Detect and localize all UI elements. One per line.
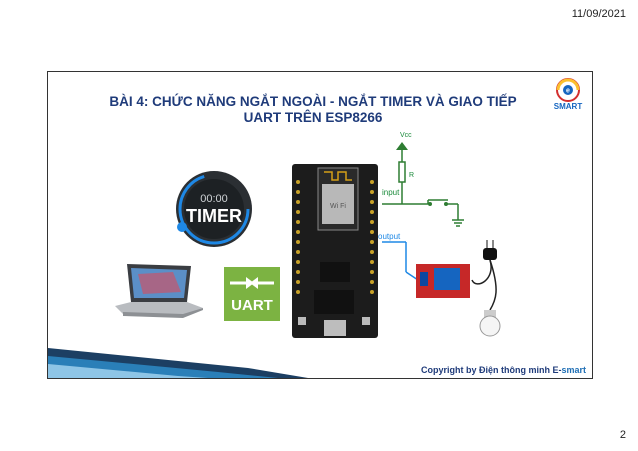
laptop-icon bbox=[115, 264, 203, 318]
vcc-label: Vcc bbox=[400, 132, 412, 139]
esp8266-board: Wi Fi bbox=[292, 164, 378, 338]
relay-module bbox=[416, 264, 470, 298]
input-label: input bbox=[382, 188, 400, 197]
lamp-circuit bbox=[471, 240, 501, 337]
decorative-swoosh bbox=[48, 348, 308, 378]
uart-label: UART bbox=[231, 297, 273, 314]
output-label: output bbox=[378, 232, 401, 241]
circuit-diagram bbox=[382, 142, 464, 281]
copyright-suffix: smart bbox=[561, 365, 586, 375]
e-smart-logo: e SMART bbox=[554, 78, 583, 111]
stopwatch-icon bbox=[176, 171, 252, 247]
svg-text:e: e bbox=[566, 88, 570, 95]
timer-label: TIMER bbox=[186, 206, 242, 226]
arrows-icon bbox=[230, 277, 274, 289]
slide-canvas: BÀI 4: CHỨC NĂNG NGẮT NGOÀI - NGẮT TIMER… bbox=[47, 71, 593, 379]
svg-text:Wi Fi: Wi Fi bbox=[330, 203, 346, 210]
resistor-label: R bbox=[409, 172, 415, 179]
logo-text: SMART bbox=[554, 102, 583, 111]
title-line-2: UART TRÊN ESP8266 bbox=[243, 110, 383, 125]
slide-date: 11/09/2021 bbox=[571, 8, 626, 20]
timer-icon: 00:00 TIMER bbox=[174, 169, 254, 249]
title-line-1: BÀI 4: CHỨC NĂNG NGẮT NGOÀI - NGẮT TIMER… bbox=[109, 94, 517, 109]
copyright-prefix: Copyright by Điện thông minh E- bbox=[420, 365, 562, 375]
uart-icon: UART bbox=[224, 267, 280, 321]
copyright-text: Copyright by Điện thông minh E-smart bbox=[421, 365, 586, 375]
page-number: 2 bbox=[619, 429, 626, 441]
slide-title: BÀI 4: CHỨC NĂNG NGẮT NGOÀI - NGẮT TIMER… bbox=[88, 94, 538, 126]
timer-time: 00:00 bbox=[200, 193, 228, 205]
